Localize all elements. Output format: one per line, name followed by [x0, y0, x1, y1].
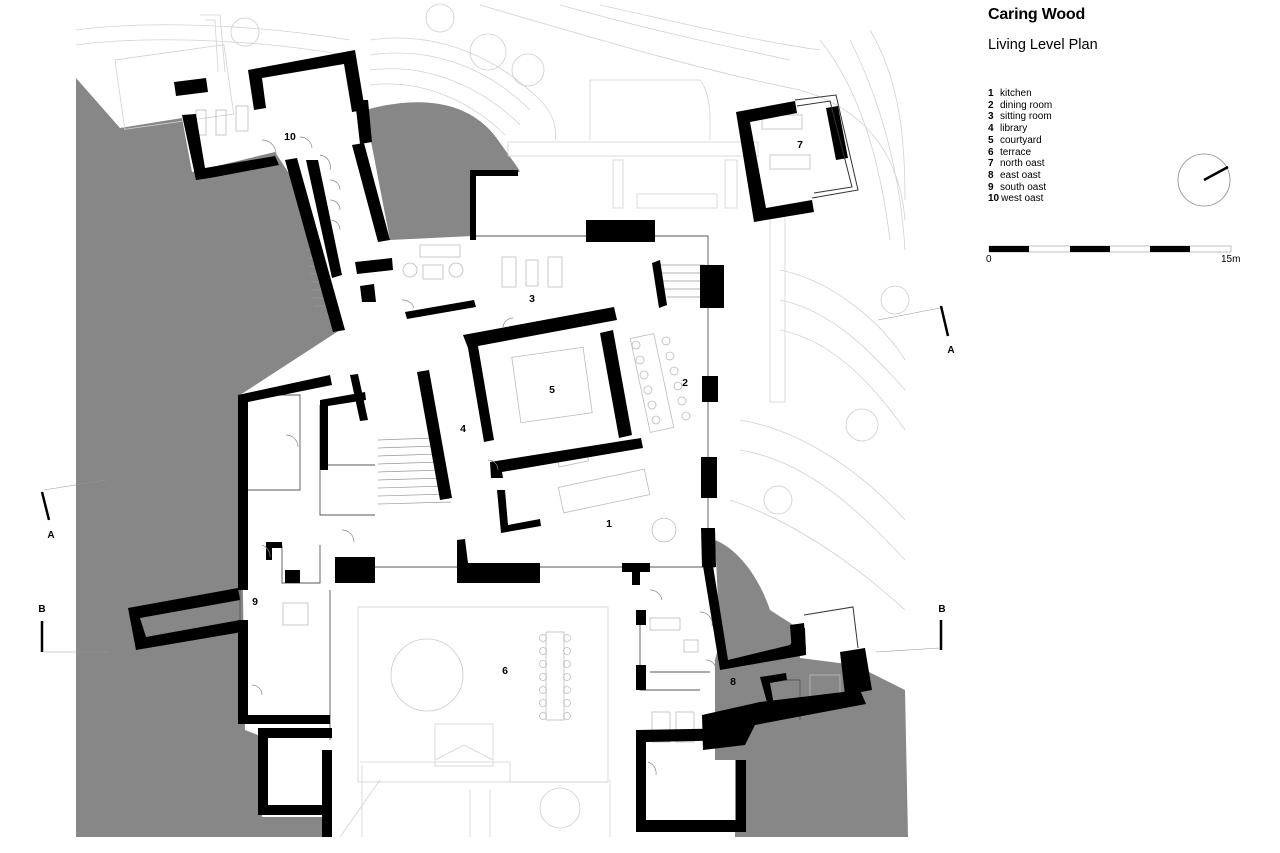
legend-label: north oast: [1000, 158, 1045, 170]
label-south-oast: 9: [252, 596, 258, 608]
legend-number: 9: [988, 181, 994, 193]
legend-number: 6: [988, 146, 994, 158]
label-courtyard: 5: [549, 384, 555, 396]
legend-number: 1: [988, 88, 994, 99]
legend-item: 8 east oast: [988, 170, 1052, 182]
section-lines: [40, 305, 950, 653]
ground-fill: [76, 78, 908, 837]
room-legend: 1 kitchen 2 dining room 3 sitting room 4 lib…: [988, 88, 1052, 205]
legend-item: 1 kitchen: [988, 88, 1052, 100]
room-labels: 1 2 3 4 5 6 7 8 9 10: [252, 131, 803, 688]
legend-label: west oast: [1001, 193, 1044, 205]
legend-number: 3: [988, 111, 994, 123]
legend-label: south oast: [1000, 181, 1047, 193]
legend-number: 2: [988, 99, 994, 111]
legend-number: 10: [988, 193, 1000, 205]
legend-item: 2 dining room: [988, 100, 1052, 112]
section-letters: A B A B: [38, 345, 954, 615]
label-kitchen: 1: [606, 518, 612, 530]
section-b-right: B: [938, 604, 945, 615]
legend-item: 3 sitting room: [988, 111, 1052, 123]
chairs-terrace: [539, 634, 571, 720]
legend-item: 6 terrace: [988, 147, 1052, 159]
section-a-right: A: [947, 345, 954, 356]
legend-label: courtyard: [1000, 134, 1042, 146]
legend-label: dining room: [1000, 99, 1053, 111]
legend-item: 5 courtyard: [988, 135, 1052, 147]
legend-item: 9 south oast: [988, 182, 1052, 194]
section-a-left: A: [47, 530, 54, 541]
legend-label: terrace: [1000, 146, 1032, 158]
legend-number: 7: [988, 158, 994, 170]
legend-item: 4 library: [988, 123, 1052, 135]
tree-symbols: [230, 3, 910, 829]
label-sitting-room: 3: [529, 293, 535, 305]
legend-number: 4: [988, 123, 994, 135]
legend-label: library: [1000, 123, 1028, 135]
chairs-dining: [631, 336, 691, 425]
scale-end-label: 15m: [1221, 254, 1241, 265]
door-swings: [251, 136, 717, 776]
label-terrace: 6: [502, 665, 508, 677]
label-west-oast: 10: [284, 131, 296, 143]
legend-item: 7 north oast: [988, 158, 1052, 170]
drawing-title: Caring Wood: [988, 6, 1086, 23]
site-contours: [75, 4, 906, 838]
legend-number: 8: [988, 169, 994, 181]
section-b-left: B: [38, 604, 45, 615]
furniture: [195, 105, 841, 743]
scale-start-label: 0: [986, 254, 992, 265]
legend-label: kitchen: [1000, 88, 1032, 99]
walls: [128, 50, 872, 837]
label-north-oast: 7: [797, 139, 803, 151]
north-arrow-icon: [1177, 153, 1231, 207]
label-library: 4: [460, 423, 466, 435]
legend-label: east oast: [1000, 169, 1041, 181]
label-dining-room: 2: [682, 377, 688, 389]
legend-number: 5: [988, 134, 994, 146]
drawing-subtitle: Living Level Plan: [988, 37, 1098, 53]
legend-label: sitting room: [1000, 111, 1052, 123]
north-oast-frame: [794, 94, 859, 649]
scale-bar: [988, 245, 1232, 253]
label-east-oast: 8: [730, 676, 736, 688]
